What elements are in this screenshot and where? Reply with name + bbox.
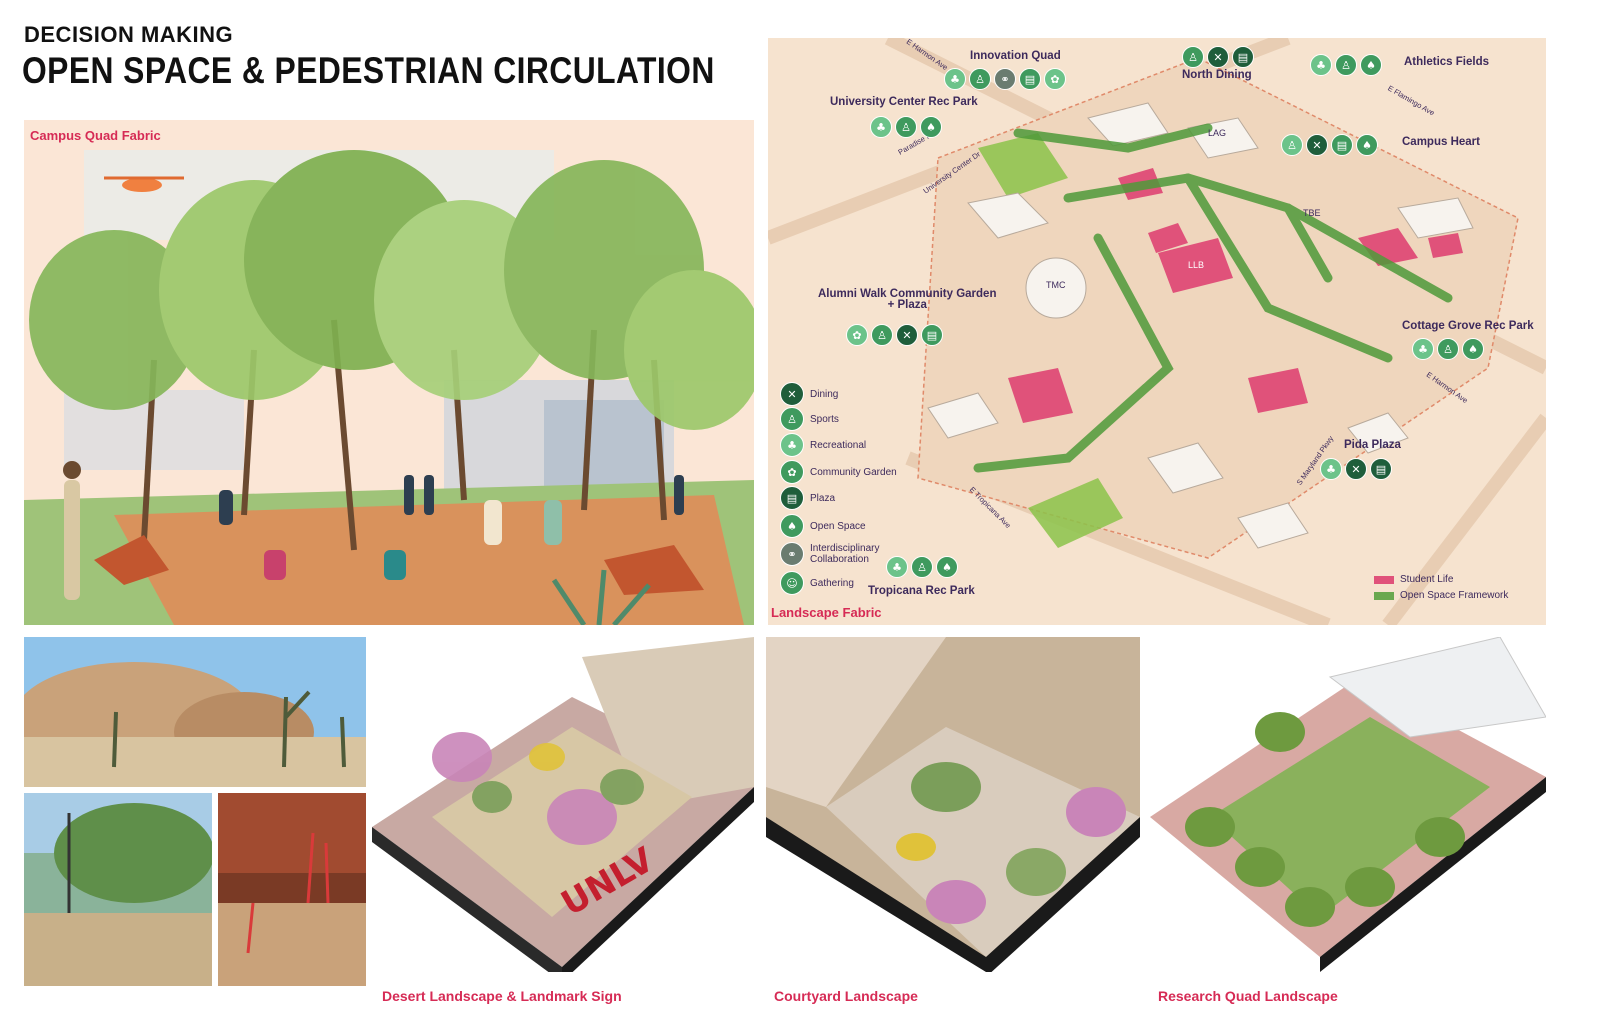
dining-icon: ✕ <box>1306 134 1328 156</box>
caption-courtyard-landscape: Courtyard Landscape <box>774 988 918 1004</box>
legend-collaboration: ⚭ Interdisciplinary Collaboration <box>780 542 879 566</box>
collaboration-icon: ⚭ <box>780 542 804 566</box>
dining-icon: ✕ <box>1345 458 1367 480</box>
dining-icon: ✕ <box>780 382 804 406</box>
icons-tropicana-rec-park: ♣ ♙ ♠ <box>886 556 958 578</box>
plaza-icon: ▤ <box>1019 68 1041 90</box>
campus-quad-illustration: Campus Quad Fabric <box>24 120 754 625</box>
dining-icon: ✕ <box>1207 46 1229 68</box>
open-space-icon: ♠ <box>1462 338 1484 360</box>
collaboration-icon: ⚭ <box>994 68 1016 90</box>
open-space-icon: ♠ <box>920 116 942 138</box>
label-north-dining: North Dining <box>1182 69 1252 81</box>
building-tbe: TBE <box>1303 208 1321 218</box>
plaza-icon: ▤ <box>1232 46 1254 68</box>
section-eyebrow: DECISION MAKING <box>24 22 234 47</box>
legend-student-life: Student Life <box>1374 574 1453 585</box>
sports-icon: ♙ <box>1437 338 1459 360</box>
recreational-icon: ♣ <box>1412 338 1434 360</box>
open-space-icon: ♠ <box>1360 54 1382 76</box>
sports-icon: ♙ <box>1182 46 1204 68</box>
sports-icon: ♙ <box>895 116 917 138</box>
recreational-icon: ♣ <box>886 556 908 578</box>
caption-research-quad-landscape: Research Quad Landscape <box>1158 988 1338 1004</box>
recreational-icon: ♣ <box>870 116 892 138</box>
legend-open-space: ♠ Open Space <box>780 514 866 538</box>
sports-icon: ♙ <box>871 324 893 346</box>
plaza-icon: ▤ <box>921 324 943 346</box>
open-space-icon: ♠ <box>780 514 804 538</box>
courtyard-landscape-axon <box>766 637 1140 972</box>
page-title: OPEN SPACE & PEDESTRIAN CIRCULATION <box>22 50 715 91</box>
label-cottage-grove: Cottage Grove Rec Park <box>1402 320 1534 332</box>
garden-icon: ✿ <box>846 324 868 346</box>
label-alumni-walk-line2: + Plaza <box>887 299 927 311</box>
sports-icon: ♙ <box>969 68 991 90</box>
recreational-icon: ♣ <box>944 68 966 90</box>
label-alumni-walk: Alumni Walk Community Garden + Plaza <box>818 288 997 311</box>
icons-athletics-fields: ♣ ♙ ♠ <box>1310 54 1382 76</box>
campus-map: TMC LLB LAG TBE E Harmon Ave E Flamingo … <box>768 38 1546 625</box>
photo-corten-planter <box>218 793 366 986</box>
legend-plaza: ▤ Plaza <box>780 486 835 510</box>
building-tmc: TMC <box>1046 280 1066 290</box>
label-university-center-rec-park: University Center Rec Park <box>830 96 978 108</box>
icons-university-center-rec-park: ♣ ♙ ♠ <box>870 116 942 138</box>
sports-icon: ♙ <box>911 556 933 578</box>
map-panel-label: Landscape Fabric <box>771 605 882 620</box>
label-alumni-walk-line1: Alumni Walk Community Garden <box>818 288 997 300</box>
building-lag: LAG <box>1208 128 1227 138</box>
label-innovation-quad: Innovation Quad <box>970 50 1061 62</box>
icons-pida-plaza: ♣ ✕ ▤ <box>1320 458 1392 480</box>
map-base <box>768 38 1546 625</box>
sports-icon: ♙ <box>1335 54 1357 76</box>
garden-icon: ✿ <box>1044 68 1066 90</box>
garden-icon: ✿ <box>780 460 804 484</box>
recreational-icon: ♣ <box>1320 458 1342 480</box>
sports-icon: ♙ <box>780 407 804 431</box>
recreational-icon: ♣ <box>780 433 804 457</box>
desert-landscape-axon: UNLV <box>372 637 754 972</box>
label-pida-plaza: Pida Plaza <box>1344 439 1401 451</box>
label-athletics-fields: Athletics Fields <box>1404 56 1489 68</box>
student-life-swatch <box>1374 575 1394 584</box>
label-tropicana-rec-park: Tropicana Rec Park <box>868 585 975 597</box>
quad-panel-label: Campus Quad Fabric <box>30 128 161 143</box>
open-space-icon: ♠ <box>936 556 958 578</box>
plaza-icon: ▤ <box>780 486 804 510</box>
gathering-icon: ☺ <box>780 571 804 595</box>
icons-alumni-walk: ✿ ♙ ✕ ▤ <box>846 324 943 346</box>
open-space-icon: ♠ <box>1356 134 1378 156</box>
legend-gathering: ☺ Gathering <box>780 571 854 595</box>
sports-icon: ♙ <box>1281 134 1303 156</box>
legend-open-space-framework: Open Space Framework <box>1374 590 1508 601</box>
legend-dining: ✕ Dining <box>780 382 838 406</box>
building-llb: LLB <box>1188 260 1205 270</box>
icons-cottage-grove: ♣ ♙ ♠ <box>1412 338 1484 360</box>
open-space-framework-swatch <box>1374 591 1394 600</box>
label-campus-heart: Campus Heart <box>1402 136 1480 148</box>
icons-campus-heart: ♙ ✕ ▤ ♠ <box>1281 134 1378 156</box>
legend-sports: ♙ Sports <box>780 407 839 431</box>
legend-recreational: ♣ Recreational <box>780 433 866 457</box>
research-quad-axon <box>1150 637 1546 972</box>
icons-innovation-quad: ♣ ♙ ⚭ ▤ ✿ <box>944 68 1066 90</box>
legend-community-garden: ✿ Community Garden <box>780 460 897 484</box>
recreational-icon: ♣ <box>1310 54 1332 76</box>
dining-icon: ✕ <box>896 324 918 346</box>
photo-desert-garden <box>24 793 212 986</box>
plaza-icon: ▤ <box>1331 134 1353 156</box>
plaza-icon: ▤ <box>1370 458 1392 480</box>
caption-desert-landscape: Desert Landscape & Landmark Sign <box>382 988 622 1004</box>
icons-north-dining: ♙ ✕ ▤ <box>1182 46 1254 68</box>
photo-joshua-tree-desert <box>24 637 366 787</box>
quad-scene <box>24 150 754 625</box>
